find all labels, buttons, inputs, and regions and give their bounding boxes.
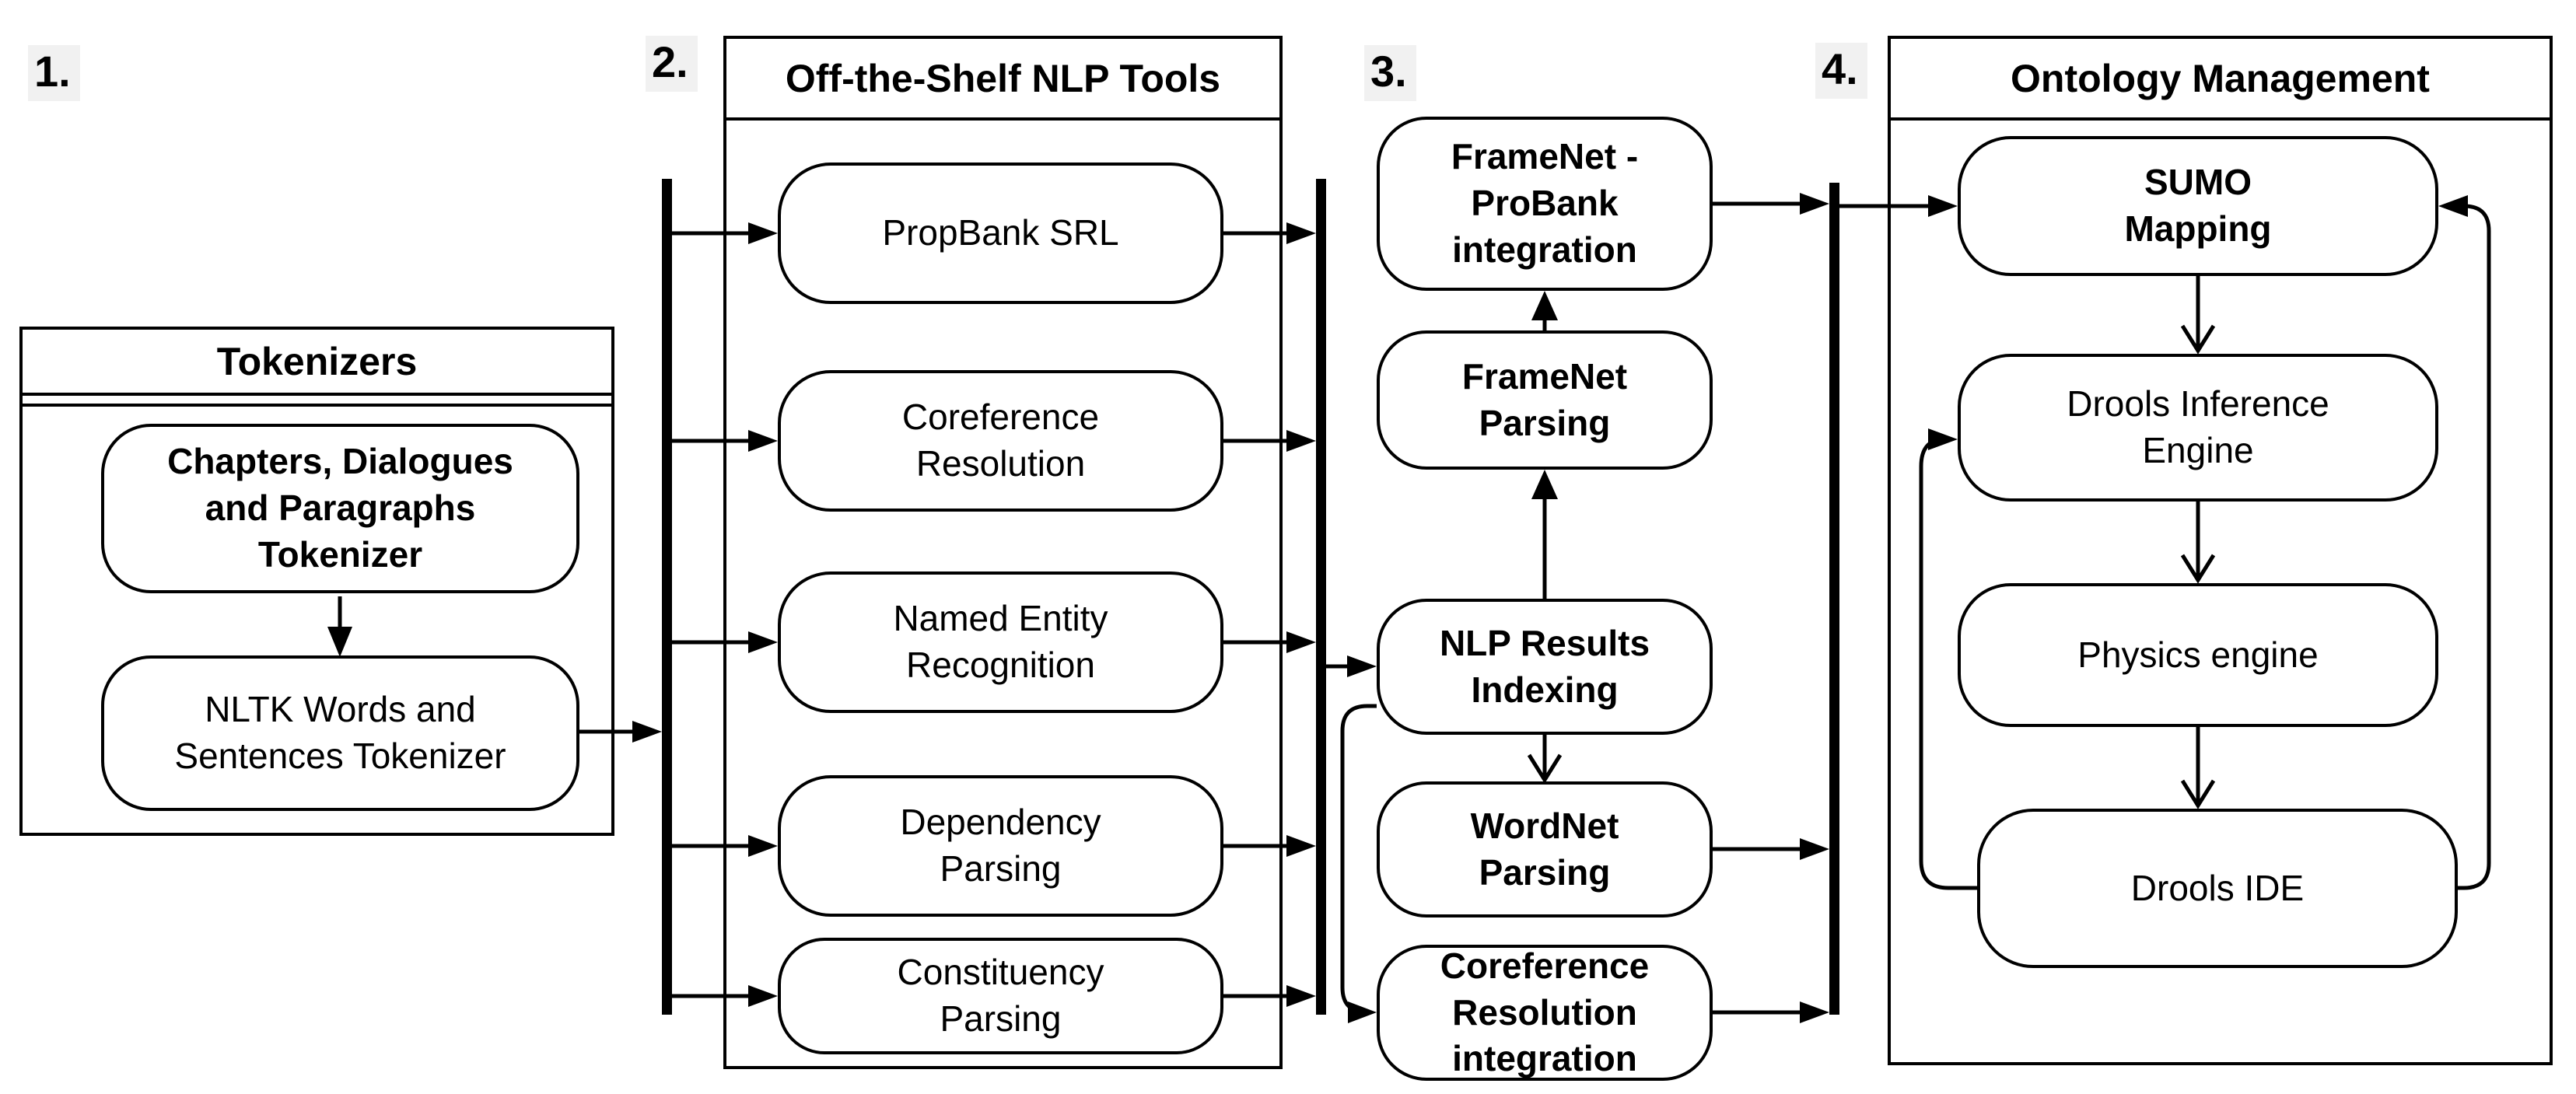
constituency-parsing-node: Constituency Parsing xyxy=(778,938,1223,1054)
section-tokenizers-title: Tokenizers xyxy=(23,330,611,396)
physics-engine-node: Physics engine xyxy=(1958,583,2438,727)
arrowhead-down-nltk xyxy=(327,627,352,657)
named-entity-recognition-node: Named Entity Recognition xyxy=(778,571,1223,713)
wordnet-parsing-node: WordNet Parsing xyxy=(1377,781,1713,917)
curve-nlp-indexing-to-coref-integration xyxy=(1340,704,1377,1015)
step-label-2: 2. xyxy=(646,36,698,92)
section-nlp-tools-title: Off-the-Shelf NLP Tools xyxy=(726,39,1279,121)
arrowhead-fn-probank-junction3 xyxy=(1800,193,1829,215)
arrowhead-up-fn-parsing xyxy=(1531,470,1558,499)
chevron-physics-to-drools-ide xyxy=(2180,779,2216,809)
arrowhead-constituency xyxy=(748,985,778,1007)
chapters-tokenizer-node: Chapters, Dialogues and Paragraphs Token… xyxy=(101,424,579,593)
nltk-tokenizer-node: NLTK Words and Sentences Tokenizer xyxy=(101,655,579,811)
coreference-resolution-node: Coreference Resolution xyxy=(778,370,1223,512)
arrowhead-nltk-junction1 xyxy=(632,721,662,743)
arrowhead-ner xyxy=(748,631,778,653)
arrowhead-dependency xyxy=(748,835,778,857)
nlp-results-indexing-node: NLP Results Indexing xyxy=(1377,599,1713,735)
chevron-sumo-to-drools-inference xyxy=(2180,324,2216,355)
junction-bar-3 xyxy=(1829,183,1839,1015)
framenet-parsing-node: FrameNet Parsing xyxy=(1377,330,1713,470)
drools-inference-engine-node: Drools Inference Engine xyxy=(1958,354,2438,502)
arrowhead-coref-int-junction3 xyxy=(1800,1001,1829,1023)
arrowhead-up-fn-integration xyxy=(1531,291,1558,320)
arrowhead-propbank-junction2 xyxy=(1286,222,1316,244)
section-ontology-management: Ontology Management xyxy=(1888,36,2553,1065)
step-label-4: 4. xyxy=(1815,43,1867,99)
arrowhead-constituency-junction2 xyxy=(1286,985,1316,1007)
arrowhead-coref-integration-curve xyxy=(1348,1001,1377,1023)
arrowhead-propbank xyxy=(748,222,778,244)
section-nlp-tools: Off-the-Shelf NLP Tools xyxy=(723,36,1283,1069)
sumo-mapping-node: SUMO Mapping xyxy=(1958,136,2438,276)
arrowhead-dependency-junction2 xyxy=(1286,835,1316,857)
tokenizers-divider-line xyxy=(23,404,611,407)
arrowhead-loop-sumo xyxy=(2438,195,2468,217)
step-label-3: 3. xyxy=(1364,45,1416,101)
junction-bars xyxy=(662,179,1839,1015)
arrowhead-ner-junction2 xyxy=(1286,631,1316,653)
chevron-nlp-indexing-to-wordnet xyxy=(1527,753,1563,784)
arrowhead-loop-drools-inference xyxy=(1928,428,1958,450)
drools-ide-node: Drools IDE xyxy=(1977,809,2458,968)
step-label-1: 1. xyxy=(28,45,80,101)
arrowhead-coreference-junction2 xyxy=(1286,430,1316,452)
chevron-drools-inference-to-physics xyxy=(2180,554,2216,584)
arrowheads xyxy=(327,193,2468,1023)
dependency-parsing-node: Dependency Parsing xyxy=(778,775,1223,917)
arrowhead-wordnet-junction3 xyxy=(1800,838,1829,860)
arrowhead-nlp-indexing xyxy=(1347,655,1377,677)
arrowhead-sumo-in xyxy=(1928,195,1958,217)
coreference-resolution-integration-node: Coreference Resolution integration xyxy=(1377,945,1713,1081)
propbank-srl-node: PropBank SRL xyxy=(778,163,1223,304)
loop-drools-ide-to-sumo xyxy=(2458,204,2491,890)
section-tokenizers: Tokenizers xyxy=(19,327,614,836)
junction-bar-2 xyxy=(1316,179,1326,1015)
junction-bar-1 xyxy=(662,179,672,1015)
section-ontology-title: Ontology Management xyxy=(1891,39,2550,121)
arrowhead-coreference xyxy=(748,430,778,452)
framenet-probank-integration-node: FrameNet - ProBank integration xyxy=(1377,117,1713,291)
